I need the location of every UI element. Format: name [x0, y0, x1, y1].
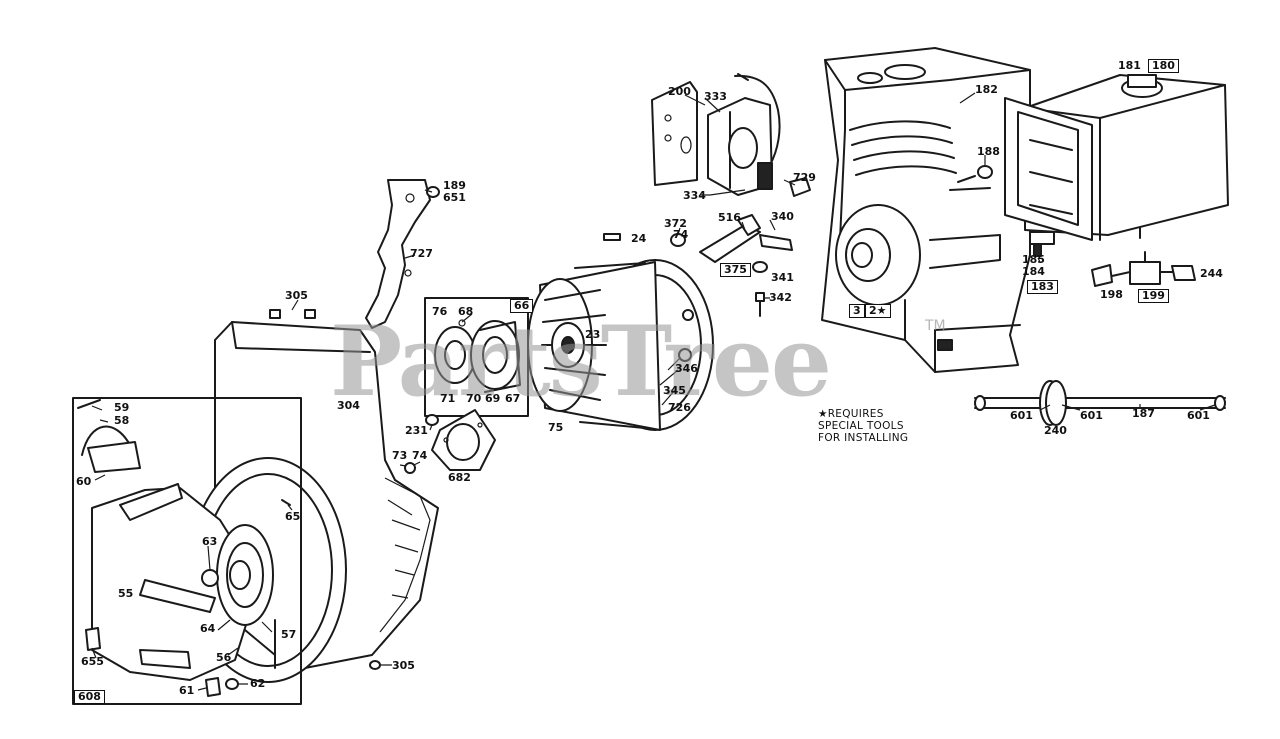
leader-lines	[91, 92, 1216, 691]
watermark-trademark: TM	[925, 318, 946, 334]
callout-67[interactable]: 67	[505, 392, 521, 405]
callout-55[interactable]: 55	[118, 587, 134, 600]
part-58-handle	[77, 399, 141, 473]
callout-180[interactable]: 180	[1148, 59, 1179, 73]
callout-62[interactable]: 62	[250, 677, 266, 690]
callout-516[interactable]: 516	[718, 211, 741, 224]
callout-3[interactable]: 3	[849, 304, 865, 318]
part-24-pin	[603, 233, 621, 241]
part-66-starter-clutch	[424, 297, 529, 417]
callout-231[interactable]: 231	[405, 424, 428, 437]
callout-182[interactable]: 182	[975, 83, 998, 96]
callout-304[interactable]: 304	[337, 399, 360, 412]
callout-65[interactable]: 65	[285, 510, 301, 523]
note-line-1: ★REQUIRES	[818, 408, 884, 420]
callout-727[interactable]: 727	[410, 247, 433, 260]
callout-59[interactable]: 59	[114, 401, 130, 414]
callout-240[interactable]: 240	[1044, 424, 1067, 437]
callout-64[interactable]: 64	[200, 622, 216, 635]
part-185-fitting	[1029, 231, 1055, 257]
callout-340[interactable]: 340	[771, 210, 794, 223]
callout-198[interactable]: 198	[1100, 288, 1123, 301]
callout-57[interactable]: 57	[281, 628, 297, 641]
callout-199[interactable]: 199	[1138, 289, 1169, 303]
part-63-spring	[201, 569, 219, 587]
callout-76[interactable]: 76	[432, 305, 448, 318]
part-182-engine-block	[821, 47, 1031, 373]
callout-305-top[interactable]: 305	[285, 289, 308, 302]
callout-655[interactable]: 655	[81, 655, 104, 668]
callout-601-left[interactable]: 601	[1010, 409, 1033, 422]
part-75-flywheel	[527, 259, 714, 431]
callout-68[interactable]: 68	[458, 305, 474, 318]
callout-73[interactable]: 73	[392, 449, 408, 462]
callout-2-special[interactable]: 2★	[865, 304, 891, 318]
callout-729[interactable]: 729	[793, 171, 816, 184]
callout-74-lower[interactable]: 74	[412, 449, 428, 462]
part-305-screw-top	[269, 309, 316, 319]
callout-74-upper[interactable]: 74	[673, 228, 689, 241]
callout-346[interactable]: 346	[675, 362, 698, 375]
callout-60[interactable]: 60	[76, 475, 92, 488]
part-342-screw	[755, 292, 765, 317]
callout-682[interactable]: 682	[448, 471, 471, 484]
callout-24[interactable]: 24	[631, 232, 647, 245]
callout-333[interactable]: 333	[704, 90, 727, 103]
callout-375[interactable]: 375	[720, 263, 751, 277]
special-tools-note: ★REQUIRES SPECIAL TOOLS FOR INSTALLING	[818, 408, 908, 444]
callout-61[interactable]: 61	[179, 684, 195, 697]
callout-608[interactable]: 608	[74, 690, 105, 704]
part-655-clip	[85, 627, 101, 651]
callout-56[interactable]: 56	[216, 651, 232, 664]
part-180-fuel-tank	[1004, 74, 1229, 241]
callout-188[interactable]: 188	[977, 145, 1000, 158]
part-200-bracket	[651, 81, 698, 186]
callout-244[interactable]: 244	[1200, 267, 1223, 280]
callout-71[interactable]: 71	[440, 392, 456, 405]
callout-58[interactable]: 58	[114, 414, 130, 427]
note-line-3: FOR INSTALLING	[818, 432, 909, 444]
callout-69[interactable]: 69	[485, 392, 501, 405]
part-65-rope-guide	[281, 499, 291, 506]
part-305-screw-bottom	[369, 660, 381, 670]
callout-63[interactable]: 63	[202, 535, 218, 548]
callout-651[interactable]: 651	[443, 191, 466, 204]
callout-200[interactable]: 200	[668, 85, 691, 98]
callout-345[interactable]: 345	[663, 384, 686, 397]
callout-305-bottom[interactable]: 305	[392, 659, 415, 672]
callout-23[interactable]: 23	[585, 328, 601, 341]
callout-334[interactable]: 334	[683, 189, 706, 202]
callout-372[interactable]: 372	[664, 217, 687, 230]
part-729-clip	[789, 177, 811, 197]
part-73-screw	[404, 462, 416, 474]
part-61-62-pawl	[205, 677, 239, 697]
callout-601-right[interactable]: 601	[1187, 409, 1210, 422]
callout-726[interactable]: 726	[668, 401, 691, 414]
part-608-rewind-starter	[72, 397, 302, 705]
callout-75[interactable]: 75	[548, 421, 564, 434]
part-682-retainer	[431, 409, 496, 471]
callout-184[interactable]: 184	[1022, 265, 1045, 278]
callout-185[interactable]: 185	[1022, 253, 1045, 266]
callout-181[interactable]: 181	[1118, 59, 1141, 72]
part-516-stop-switch	[670, 214, 793, 273]
part-333-armature	[707, 73, 781, 196]
callout-189[interactable]: 189	[443, 179, 466, 192]
part-199-shutoff-valve	[1091, 251, 1196, 287]
callout-187[interactable]: 187	[1132, 407, 1155, 420]
part-187-crankshaft	[974, 380, 1226, 426]
watermark-partstree: PartsTree	[330, 305, 832, 418]
callout-66[interactable]: 66	[510, 299, 534, 313]
callout-341[interactable]: 341	[771, 271, 794, 284]
note-line-2: SPECIAL TOOLS	[818, 420, 904, 432]
callout-342[interactable]: 342	[769, 291, 792, 304]
callout-183[interactable]: 183	[1027, 280, 1058, 294]
callout-70[interactable]: 70	[466, 392, 482, 405]
callout-601-mid[interactable]: 601	[1080, 409, 1103, 422]
part-188-screw	[957, 165, 993, 183]
part-727-bracket	[365, 179, 440, 329]
